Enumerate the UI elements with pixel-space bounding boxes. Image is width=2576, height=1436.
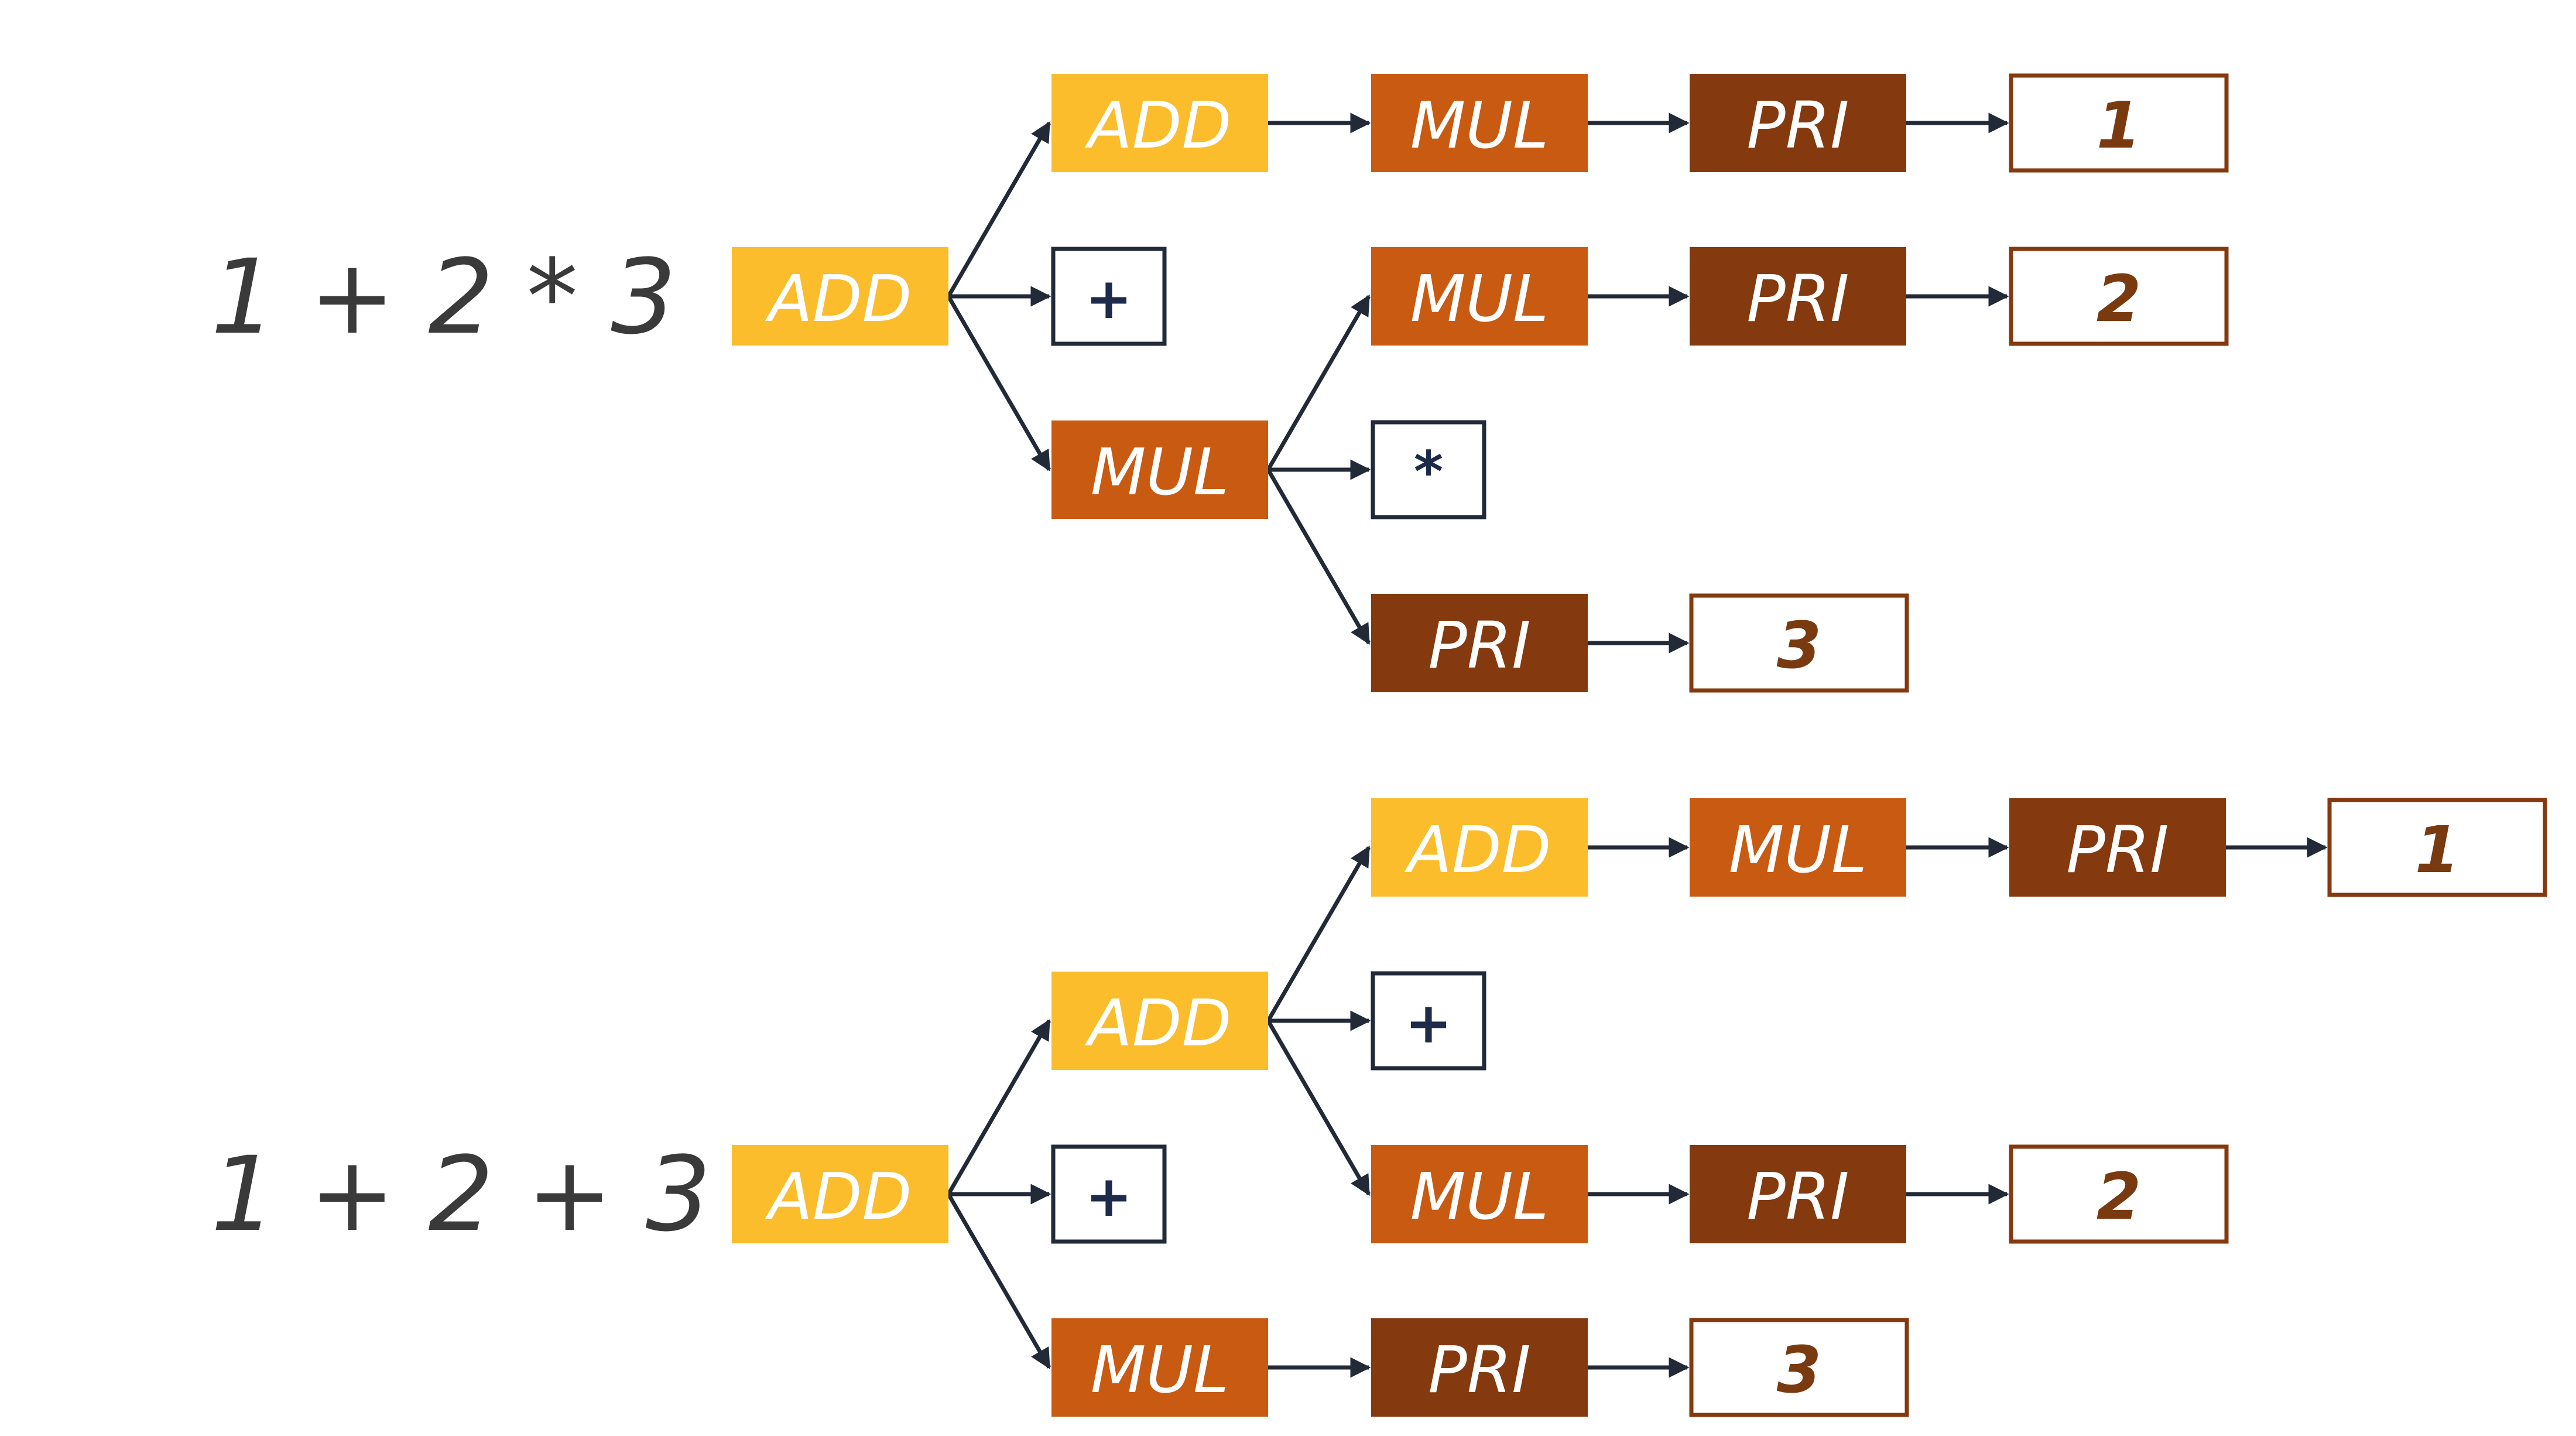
node-box [1690,247,1906,346]
node-label: MUL [1410,261,1549,336]
node-box [1690,74,1906,172]
node-label: * [1414,439,1443,505]
mul-node: MUL [1051,420,1268,519]
node-label: + [1085,1164,1132,1229]
add-node: ADD [1051,972,1268,1070]
node-label: PRI [1746,261,1849,336]
value-1-box: 1 [2009,73,2229,173]
node-label: 3 [1777,608,1822,683]
node-box [1371,594,1588,692]
tree-edges [946,112,2009,654]
value-1-box: 1 [2327,798,2547,897]
node-label: 1 [2415,812,2460,887]
edge-arrow [946,121,1051,298]
value-2-box: 2 [2009,247,2229,346]
node-label: ADD [1405,812,1551,887]
node-box [1371,798,1588,897]
edge-arrow [946,1193,1051,1370]
value-2-box: 2 [2009,1144,2229,1244]
node-box [1371,971,1486,1071]
pri-node: PRI [1690,1145,1906,1243]
node-label: PRI [1746,88,1849,163]
node-label: MUL [1410,88,1549,163]
tree-2: 1 + 2 + 3 ADD ADD ADD MUL PRI 1 + MUL PRI 2 + MUL PR… [211,798,2547,1417]
operator-plus-box: + [1371,971,1486,1071]
expression-label: 1 + 2 + 3 [211,1134,711,1254]
node-box [1371,74,1588,172]
edge-arrow [1266,469,1371,645]
tree-edges [946,837,2328,1378]
pri-node: PRI [1690,247,1906,346]
pri-node: PRI [1371,594,1588,692]
add-node: ADD [732,247,948,346]
pri-node: PRI [2009,798,2226,897]
node-label: ADD [765,261,912,336]
node-label: 2 [2097,261,2142,336]
node-box [2009,1144,2229,1244]
node-label: 2 [2097,1159,2142,1234]
node-label: 3 [1777,1332,1822,1407]
edge-arrow [1266,294,1371,471]
operator-times-box: * [1371,420,1486,519]
node-label: + [1405,990,1452,1056]
node-box [1051,74,1268,172]
node-label: MUL [1091,435,1229,510]
node-box [1051,1144,1167,1244]
add-node: ADD [1051,74,1268,172]
edge-arrow [1266,1020,1371,1196]
node-label: MUL [1091,1332,1229,1407]
tree-nodes: ADD ADD ADD MUL PRI 1 + MUL PRI 2 + MUL PRI 3 [732,798,2547,1417]
node-box [2009,247,2229,346]
node-box [2009,73,2229,173]
node-label: ADD [765,1159,912,1234]
node-label: PRI [1746,1159,1849,1234]
mul-node: MUL [1371,74,1588,172]
node-label: ADD [1085,986,1232,1061]
node-box [1371,1318,1588,1417]
node-box [1371,420,1486,519]
node-label: + [1085,266,1132,331]
operator-plus-box: + [1051,1144,1167,1244]
node-box [732,1145,948,1243]
node-box [1051,247,1167,346]
tree-1: 1 + 2 * 3 ADD ADD MUL PRI 1 + MUL MUL PRI 2 * PRI 3 [211,73,2229,693]
add-node: ADD [732,1145,948,1243]
node-label: MUL [1729,812,1868,887]
node-box [1051,420,1268,519]
operator-plus-box: + [1051,247,1167,346]
tree-nodes: ADD ADD MUL PRI 1 + MUL MUL PRI 2 * PRI 3 [732,73,2229,693]
add-node: ADD [1371,798,1588,897]
mul-node: MUL [1371,1145,1588,1243]
node-box [1051,1318,1268,1417]
edge-arrow [946,1018,1051,1195]
node-box [1371,1145,1588,1243]
node-box [1689,1318,1909,1417]
node-box [1690,798,1906,897]
node-label: 1 [2097,88,2142,163]
expression-label: 1 + 2 * 3 [211,237,676,357]
value-3-box: 3 [1689,1318,1909,1417]
node-label: ADD [1085,88,1232,163]
value-3-box: 3 [1689,593,1909,693]
node-box [2327,798,2547,897]
mul-node: MUL [1051,1318,1268,1417]
edge-arrow [946,295,1051,472]
node-box [1690,1145,1906,1243]
mul-node: MUL [1371,247,1588,346]
node-label: MUL [1410,1159,1549,1234]
pri-node: PRI [1690,74,1906,172]
node-box [732,247,948,346]
node-box [1689,593,1909,693]
node-box [1371,247,1588,346]
mul-node: MUL [1690,798,1906,897]
pri-node: PRI [1371,1318,1588,1417]
node-label: PRI [1428,1332,1530,1407]
edge-arrow [1266,845,1371,1022]
node-box [2009,798,2226,897]
node-label: PRI [2066,812,2169,887]
node-box [1051,972,1268,1070]
node-label: PRI [1428,608,1530,683]
